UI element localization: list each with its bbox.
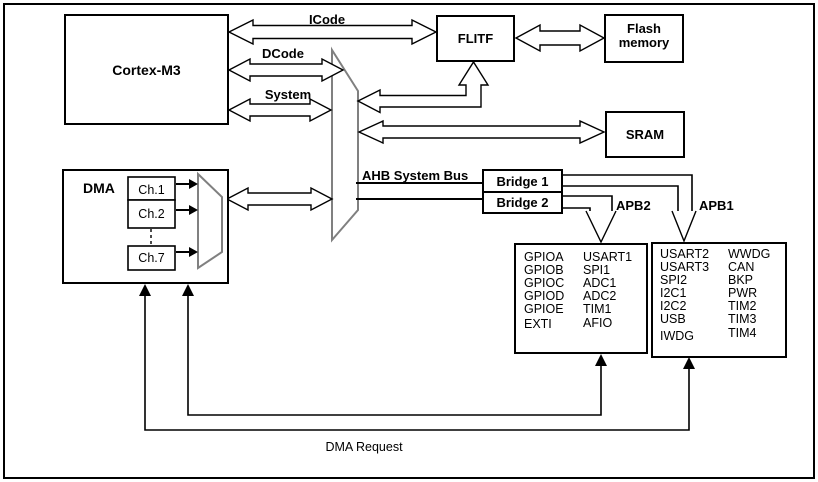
apb1-col2-item: PWR [728,286,757,300]
apb2-arrow [585,210,617,244]
apb1-col1-item: I2C2 [660,299,686,313]
apb1-col1-item: I2C1 [660,286,686,300]
apb1-col2-item: TIM3 [728,312,757,326]
apb2-col2-item: TIM1 [583,302,612,316]
icode-bus-label: ICode [309,12,345,27]
apb2-bus-label: APB2 [616,198,651,213]
flash-memory-label-line2: memory [619,35,670,50]
channel7-arrowhead [189,247,198,257]
apb1-peripheral-list: USART2 USART3 SPI2 I2C1 I2C2 USB IWDG WW… [660,247,770,343]
apb1-col2-item: CAN [728,260,754,274]
dma-channel1-label: Ch.1 [138,183,164,197]
dcode-bus-label: DCode [262,46,304,61]
bridge1-wire-outer [562,174,693,211]
sram-box [605,111,685,158]
apb2-col2-item: AFIO [583,316,612,330]
apb1-col2-item: WWDG [728,247,770,261]
sram-label: SRAM [626,127,664,142]
apb1-col2-item: BKP [728,273,753,287]
dma-request-arrowhead-dma-outer [139,284,151,296]
apb1-col1-item: USART3 [660,260,709,274]
dma-request-wire-apb1 [144,290,690,431]
dma-bus-arrow [225,186,334,212]
system-bus-arrow [227,97,333,123]
dma-request-arrowhead-apb2 [595,354,607,366]
apb1-bus-label: APB1 [699,198,734,213]
dma-request-label: DMA Request [325,440,403,454]
bridge2-label: Bridge 2 [496,195,548,210]
bridge1-label: Bridge 1 [496,174,548,189]
apb1-arrow [671,210,697,243]
apb2-col2-item: ADC2 [583,289,616,303]
dma-channel2-box [127,199,176,229]
dma-request-wire-apb2 [187,290,602,416]
apb1-col2-item: TIM2 [728,299,757,313]
dma-request-arrowhead-dma-inner [182,284,194,296]
dcode-bus-arrow [227,57,345,83]
apb2-peripherals-box [514,243,648,354]
apb1-col1-item: USART2 [660,247,709,261]
flitf-box [436,15,515,62]
apb2-col2-item: SPI1 [583,263,610,277]
apb1-col1-item: IWDG [660,329,694,343]
cortex-m3-label: Cortex-M3 [112,62,181,78]
apb1-col1-item: SPI2 [660,273,687,287]
system-bus-label: System [265,87,311,102]
channel1-arrowhead [189,179,198,189]
flash-memory-label-line1: Flash [627,21,661,36]
dma-label: DMA [83,180,115,196]
apb1-col2-item: TIM4 [728,326,757,340]
dma-arbiter-shape [197,171,223,270]
bridge2-wire-inner [562,207,591,211]
flitf-label: FLITF [458,31,493,46]
apb2-col1-item: GPIOE [524,302,564,316]
channel2-arrowhead [189,205,198,215]
apb2-col1-item: GPIOA [524,250,564,264]
dma-channel2-label: Ch.2 [138,207,164,221]
bridge2-wire-outer [562,195,613,211]
dma-request-arrowhead-apb1 [683,357,695,369]
dma-channel7-label: Ch.7 [138,251,164,265]
apb2-col1-item: GPIOB [524,263,564,277]
bus-matrix-shape [331,46,359,243]
ahb-bus-label: AHB System Bus [362,168,468,183]
apb1-peripherals-box [651,242,787,358]
bridge2-box [482,191,563,214]
dma-channel7-box [127,245,176,271]
apb2-col2-item: USART1 [583,250,632,264]
apb2-col2-item: ADC1 [583,276,616,290]
flash-memory-box [604,14,684,63]
cortex-m3-box [64,14,229,125]
bridge1-wire-inner [562,185,679,211]
apb2-col1-item: GPIOC [524,276,564,290]
apb1-col1-item: USB [660,312,686,326]
apb2-col1-item: EXTI [524,317,552,331]
sram-bus-arrow [357,119,606,145]
apb2-col1-item: GPIOD [524,289,564,303]
apb2-peripheral-list: GPIOA GPIOB GPIOC GPIOD GPIOE EXTI USART… [524,250,632,331]
